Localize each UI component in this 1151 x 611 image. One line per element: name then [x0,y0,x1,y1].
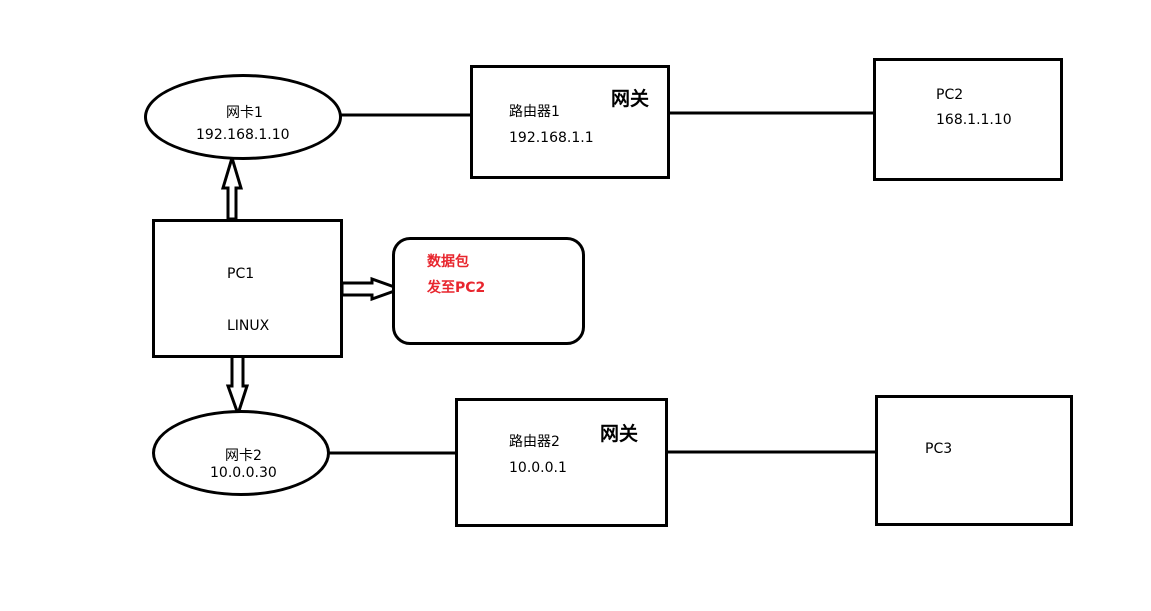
nic2-node [152,410,330,496]
arrow-pc1-to-packet [340,276,405,302]
packet-note [392,237,585,345]
router1-gateway-label: 网关 [611,88,650,110]
router2-node [455,398,668,527]
pc1-os: LINUX [227,318,270,334]
nic1-name: 网卡1 [226,105,263,121]
arrow-pc1-to-nic1 [220,152,244,221]
nic1-node [144,74,342,160]
packet-label-line1: 数据包 [427,254,469,270]
router2-gateway-label: 网关 [600,423,639,445]
nic2-name: 网卡2 [225,448,262,464]
pc2-ip: 168.1.1.10 [936,112,1012,128]
nic2-ip: 10.0.0.30 [210,465,277,481]
router1-name: 路由器1 [509,104,560,120]
packet-label-line2: 发至PC2 [427,280,486,296]
arrow-pc1-to-nic2 [225,354,250,419]
router2-ip: 10.0.0.1 [509,460,567,476]
nic1-ip: 192.168.1.10 [196,127,290,143]
pc1-name: PC1 [227,266,255,282]
pc1-node [152,219,343,358]
pc2-node [873,58,1063,181]
router1-node [470,65,670,179]
pc3-name: PC3 [925,441,953,457]
pc2-name: PC2 [936,87,964,103]
router2-name: 路由器2 [509,434,560,450]
router1-ip: 192.168.1.1 [509,130,594,146]
pc3-node [875,395,1073,526]
